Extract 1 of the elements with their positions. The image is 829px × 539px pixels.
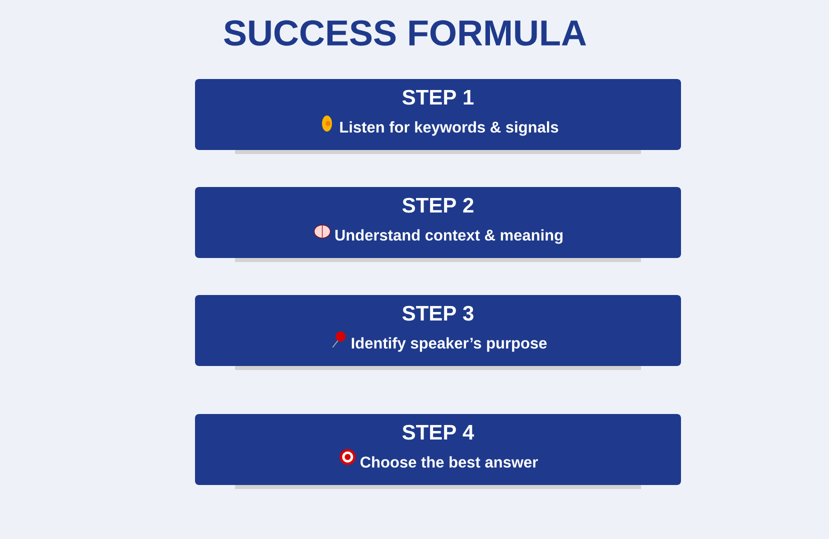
- title: SUCCESS FORMULA: [224, 20, 586, 46]
